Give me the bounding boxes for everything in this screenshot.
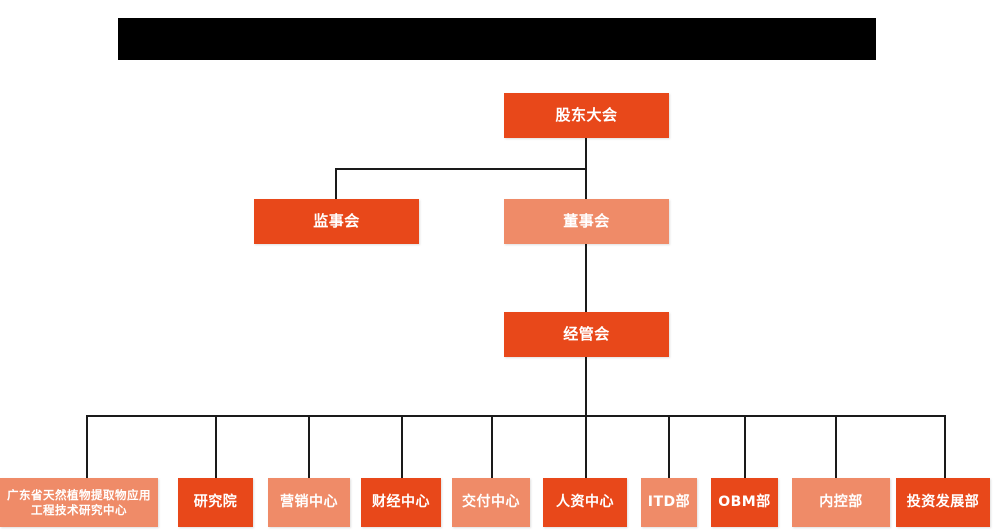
connector-drop-finance-center bbox=[401, 415, 403, 478]
org-node-supervisory-board[interactable]: 监事会 bbox=[254, 199, 419, 244]
connector-supervisory-drop bbox=[335, 168, 337, 199]
org-node-label-research-institute: 研究院 bbox=[193, 493, 238, 510]
org-node-research-institute[interactable]: 研究院 bbox=[178, 478, 253, 527]
org-node-internal-control-dept[interactable]: 内控部 bbox=[792, 478, 890, 527]
org-node-hr-center[interactable]: 人资中心 bbox=[543, 478, 627, 527]
org-node-investment-development[interactable]: 投资发展部 bbox=[896, 478, 990, 527]
org-node-label-management-committee: 经管会 bbox=[563, 325, 610, 344]
connector-drop-hr-center bbox=[585, 415, 587, 478]
org-node-label-guangdong-research-center: 广东省天然植物提取物应用工程技术研究中心 bbox=[7, 488, 151, 517]
org-node-label-board-of-directors: 董事会 bbox=[563, 212, 610, 231]
org-node-label-hr-center: 人资中心 bbox=[556, 493, 614, 510]
connector-drop-research-institute bbox=[215, 415, 217, 478]
connector-department-bus bbox=[86, 415, 944, 417]
connector-drop-guangdong-center bbox=[86, 415, 88, 478]
org-node-marketing-center[interactable]: 营销中心 bbox=[268, 478, 350, 527]
org-node-itd-department[interactable]: ITD部 bbox=[641, 478, 697, 527]
org-node-label-itd-department: ITD部 bbox=[647, 493, 691, 510]
org-node-management-committee[interactable]: 经管会 bbox=[504, 312, 669, 357]
redacted-title-banner bbox=[118, 18, 876, 60]
org-node-label-obm-department: OBM部 bbox=[718, 493, 771, 510]
org-node-shareholders-meeting[interactable]: 股东大会 bbox=[504, 93, 669, 138]
org-node-label-finance-center: 财经中心 bbox=[372, 493, 430, 510]
org-node-label-delivery-center: 交付中心 bbox=[462, 493, 520, 510]
org-node-guangdong-research-center[interactable]: 广东省天然植物提取物应用工程技术研究中心 bbox=[0, 478, 158, 527]
org-node-label-investment-development: 投资发展部 bbox=[906, 493, 980, 510]
org-node-finance-center[interactable]: 财经中心 bbox=[361, 478, 441, 527]
connector-drop-internal-control bbox=[835, 415, 837, 478]
org-node-label-marketing-center: 营销中心 bbox=[280, 493, 338, 510]
connector-drop-investment-dev bbox=[944, 415, 946, 478]
connector-board-drop bbox=[585, 168, 587, 199]
connector-board-to-management bbox=[585, 244, 587, 312]
org-node-label-internal-control-dept: 内控部 bbox=[819, 493, 863, 510]
org-node-delivery-center[interactable]: 交付中心 bbox=[452, 478, 530, 527]
connector-management-to-bus bbox=[585, 357, 587, 415]
org-node-obm-department[interactable]: OBM部 bbox=[711, 478, 778, 527]
org-node-label-shareholders-meeting: 股东大会 bbox=[555, 106, 618, 125]
connector-supervisory-branch-bus bbox=[335, 168, 586, 170]
connector-drop-itd-department bbox=[668, 415, 670, 478]
connector-drop-delivery-center bbox=[491, 415, 493, 478]
org-node-label-supervisory-board: 监事会 bbox=[313, 212, 360, 231]
connector-drop-marketing-center bbox=[308, 415, 310, 478]
connector-drop-obm-department bbox=[744, 415, 746, 478]
org-node-board-of-directors[interactable]: 董事会 bbox=[504, 199, 669, 244]
